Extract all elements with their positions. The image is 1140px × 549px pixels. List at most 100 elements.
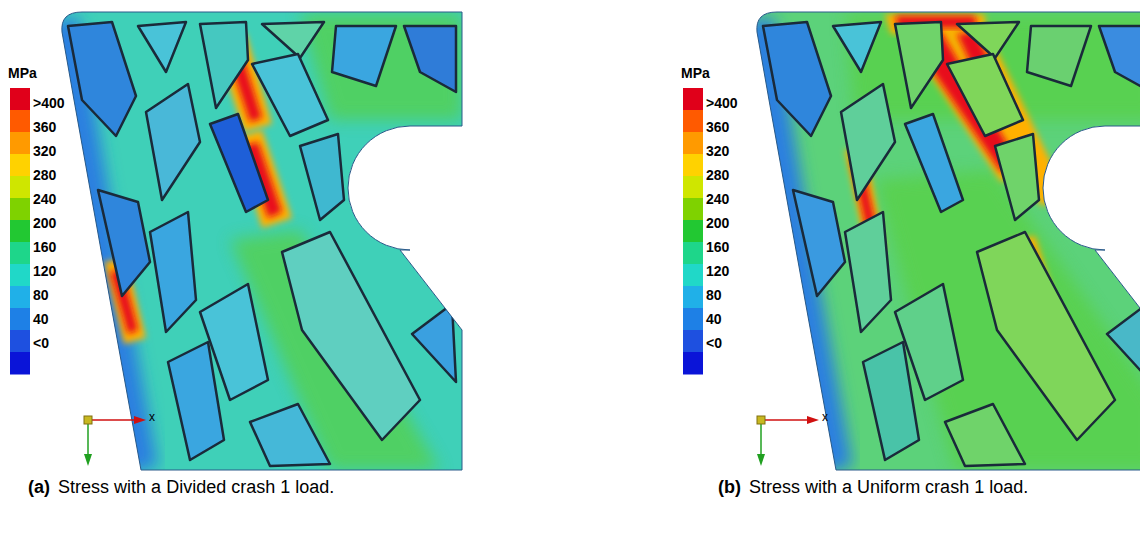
lattice-pocket [895,22,943,108]
lattice-pocket [168,342,224,460]
color-band [10,220,30,243]
color-band [10,286,30,309]
lattice-pocket [412,304,456,382]
lattice-pocket [146,84,200,200]
lattice-pocket [138,22,186,72]
subfigure-tag: (a) [28,477,50,497]
color-band [10,352,30,375]
color-band [683,264,703,287]
lattice-pocket [200,22,248,108]
scale-value: 240 [706,190,729,208]
lattice-pocket [977,232,1115,440]
scale-value: 40 [33,310,49,328]
lattice-pocket [841,84,895,200]
lattice-pocket [250,404,330,466]
part-body [757,12,1140,470]
scale-value: 120 [33,262,56,280]
scale-value: 240 [33,190,56,208]
scale-value: 160 [33,238,56,256]
scale-value: 360 [706,118,729,136]
color-band [10,308,30,331]
scale-value: 280 [33,166,56,184]
color-band [683,352,703,375]
lattice-pocket [833,22,881,72]
lattice-pocket [863,342,919,460]
color-band [10,88,30,111]
color-bar [10,88,30,375]
lattice-pocket [945,404,1025,466]
scale-value: 360 [33,118,56,136]
color-band [683,286,703,309]
stress-part [62,12,462,470]
part-body [62,12,462,470]
color-band [683,242,703,265]
color-bar [683,88,703,375]
lattice-pocket [1107,304,1140,382]
color-band [10,242,30,265]
lattice-pocket [763,22,831,136]
scale-value: 120 [706,262,729,280]
lattice-pocket [957,22,1019,58]
color-band [683,154,703,177]
scale-value: 320 [33,142,56,160]
scale-value: 80 [33,286,49,304]
unit-label: MPa [681,64,710,82]
color-band [683,330,703,353]
part-outline [757,12,1140,470]
scale-value: 320 [706,142,729,160]
lattice-pocket [995,134,1039,220]
color-band [683,132,703,155]
color-band [683,88,703,111]
lattice-pocket [793,190,845,296]
lattice-pocket [262,22,324,58]
scale-value: >400 [33,94,65,112]
caption-text: Stress with a Uniform crash 1 load. [749,477,1028,497]
scale-value: <0 [33,334,49,352]
color-band [10,330,30,353]
lattice-pocket [68,22,136,136]
unit-label: MPa [8,64,37,82]
lattice-pocket [98,190,150,296]
scale-value: 80 [706,286,722,304]
lattice-pocket [905,114,963,212]
color-band [10,198,30,221]
axis-label: x [822,410,828,424]
lattice-pocket [947,54,1023,136]
lattice-pocket [845,212,891,332]
lattice-pocket [1099,26,1140,92]
stress-part [757,12,1140,470]
lattice-pocket [282,232,420,440]
color-band [683,176,703,199]
subfigure-tag: (b) [718,477,741,497]
color-band [683,220,703,243]
subfigure-caption: (b) Stress with a Uniform crash 1 load. [718,474,1053,500]
scale-value: 160 [706,238,729,256]
lattice-pocket [404,26,456,92]
lattice-pocket [252,54,328,136]
lattice-pocket [210,114,268,212]
color-band [10,264,30,287]
color-band [10,154,30,177]
lattice-pocket [332,26,396,86]
part-outline [62,12,462,470]
color-band [683,110,703,133]
axis-triad [84,416,146,466]
scale-value: 200 [706,214,729,232]
lattice-pocket [1027,26,1091,86]
color-band [683,198,703,221]
color-band [10,176,30,199]
caption-text: Stress with a Divided crash 1 load. [58,477,334,497]
mid-stress-zone [300,14,462,120]
lattice-pocket [300,134,344,220]
color-band [683,308,703,331]
scale-value: >400 [706,94,738,112]
scale-value: <0 [706,334,722,352]
color-band [10,132,30,155]
axis-label: x [149,410,155,424]
subfigure-caption: (a) Stress with a Divided crash 1 load. [28,474,363,500]
axis-triad [757,416,819,466]
scale-value: 280 [706,166,729,184]
color-band [10,110,30,133]
